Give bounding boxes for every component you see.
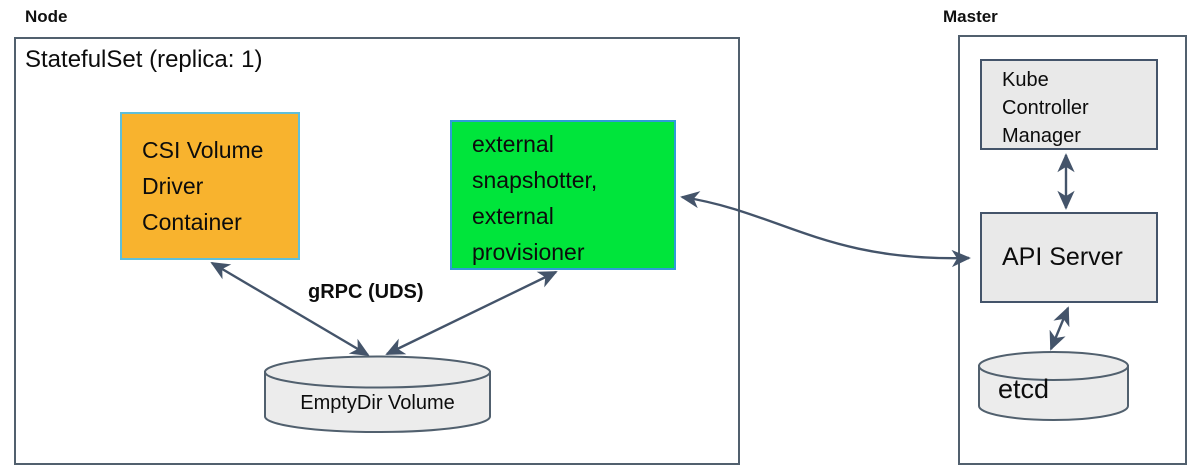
statefulset-title: StatefulSet (replica: 1) <box>25 46 263 73</box>
kcm-box-line: Controller <box>1002 97 1089 119</box>
sidecar-box-line: external <box>472 203 554 229</box>
csi-box-line: Container <box>142 209 242 235</box>
csi-volume-driver-box: CSI Volume Driver Container <box>120 112 300 260</box>
etcd-label: etcd <box>998 374 1050 404</box>
api-server-label: API Server <box>1002 243 1123 271</box>
external-sidecar-box: external snapshotter, external provision… <box>450 120 676 270</box>
node-section-label: Node <box>25 7 68 26</box>
kcm-box-line: Manager <box>1002 125 1081 147</box>
kcm-box-line: Kube <box>1002 69 1049 91</box>
master-section-label: Master <box>943 7 998 26</box>
emptydir-volume-label: EmptyDir Volume <box>300 392 455 414</box>
api-server-box: API Server <box>980 212 1158 303</box>
csi-box-line: Driver <box>142 173 204 199</box>
grpc-uds-label: gRPC (UDS) <box>308 281 424 303</box>
sidecar-box-line: snapshotter, <box>472 167 598 193</box>
csi-box-line: CSI Volume <box>142 137 264 163</box>
sidecar-box-line: external <box>472 131 554 157</box>
sidecar-box-line: provisioner <box>472 239 585 265</box>
kube-controller-manager-box: Kube Controller Manager <box>980 59 1158 150</box>
